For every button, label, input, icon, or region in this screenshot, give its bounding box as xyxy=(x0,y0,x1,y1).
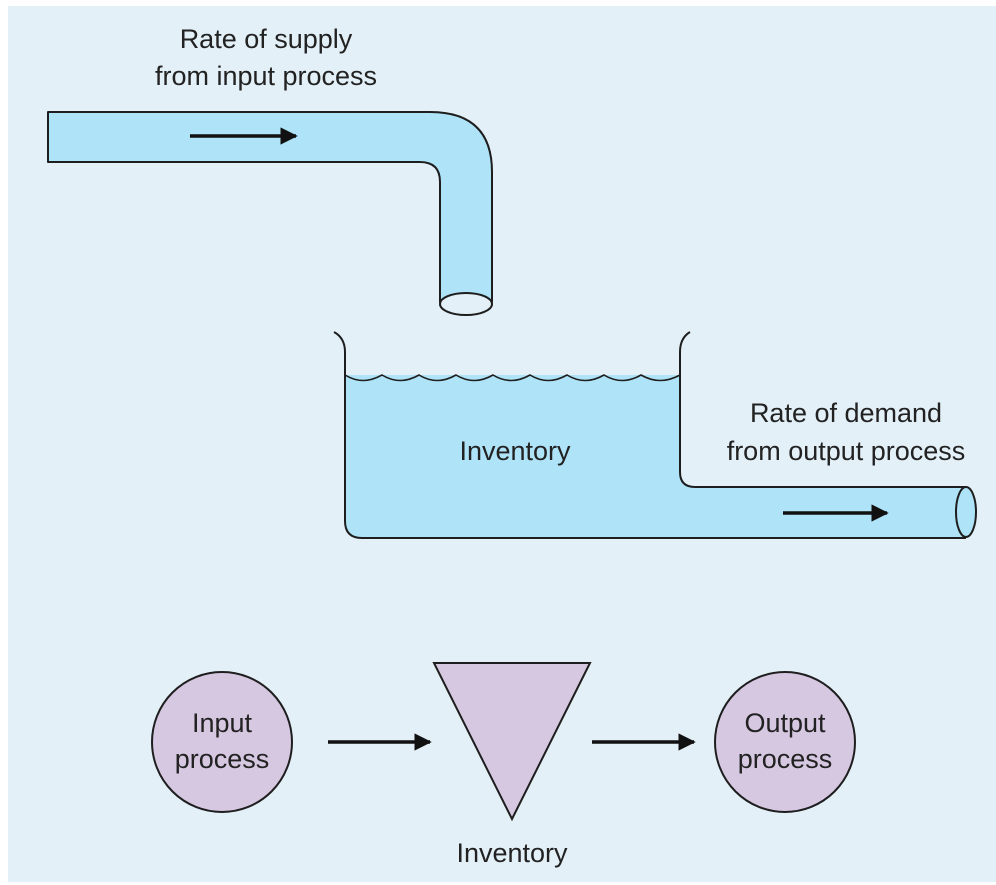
supply-pipe xyxy=(47,111,493,303)
input-process-node xyxy=(151,671,293,813)
supply-label-line2: from input process xyxy=(155,61,377,91)
tank-inventory-label: Inventory xyxy=(459,436,571,466)
tank-right-wall xyxy=(679,331,966,488)
inventory-water xyxy=(345,375,966,538)
output-process-label-line2: process xyxy=(738,744,833,774)
supply-pipe-mouth xyxy=(439,292,493,316)
demand-label-line1: Rate of demand xyxy=(750,398,942,428)
supply-label-line1: Rate of supply xyxy=(180,24,353,54)
input-process-label-line1: Input xyxy=(192,708,253,738)
outlet-pipe-mouth xyxy=(955,486,977,538)
output-process-node xyxy=(714,671,856,813)
water-surface-waves xyxy=(344,374,681,382)
inventory-triangle-caption: Inventory xyxy=(456,838,568,868)
demand-label-line2: from output process xyxy=(727,436,966,466)
tank-left-wall xyxy=(333,331,966,539)
inventory-triangle-node xyxy=(432,662,592,822)
input-process-label-line2: process xyxy=(175,744,270,774)
output-process-label-line1: Output xyxy=(744,708,826,738)
